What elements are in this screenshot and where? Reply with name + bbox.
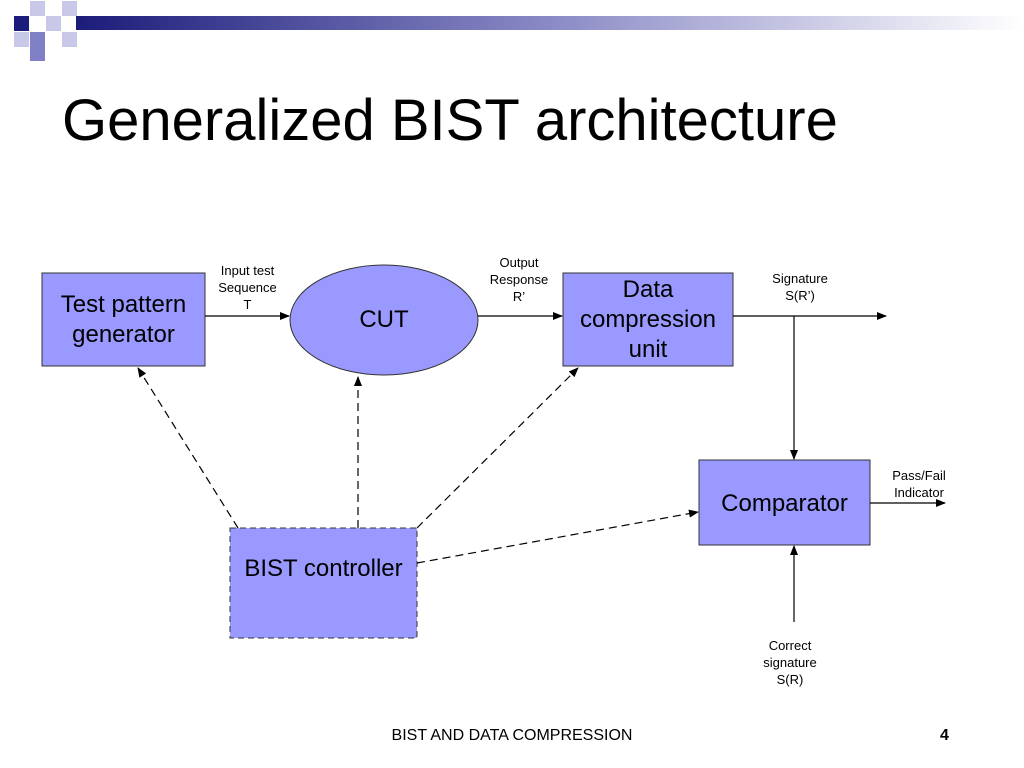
tpg-label: Test pattern generator (60, 291, 187, 348)
signature-label: Signature S(R’) (752, 270, 848, 304)
header-gradient-bar (76, 16, 1024, 30)
edge-label-line: Response (489, 272, 549, 287)
dcu-block (562, 272, 734, 367)
slide-title: Generalized BIST architecture (62, 88, 838, 153)
correct-signature-label: Correct signature S(R) (742, 637, 838, 688)
edge-label-line: Sequence (218, 280, 277, 295)
edge-label-line: R’ (512, 289, 526, 304)
comparator-label: Comparator (721, 490, 848, 517)
comparator-block (698, 459, 871, 546)
header-square (30, 46, 45, 61)
edge-label-line: Input test (220, 263, 275, 278)
controller-label: BIST controller (244, 555, 403, 582)
edge-label-line: S(R’) (785, 288, 815, 303)
header-square (30, 32, 45, 47)
header-square (46, 16, 61, 31)
input-test-sequence-label: Input test Sequence T (200, 262, 295, 313)
slide-footer: BIST AND DATA COMPRESSION (391, 727, 633, 744)
controller-to-tpg-arrow (137, 367, 239, 529)
page-number: 4 (940, 727, 949, 744)
pass-fail-label: Pass/Fail Indicator (875, 467, 963, 501)
edge-label-line: Output (499, 255, 539, 270)
edge-label-line: Pass/Fail (892, 468, 946, 483)
header-square (14, 16, 29, 31)
edge-label-line: T (243, 297, 252, 312)
header-square (30, 1, 45, 16)
output-response-label: Output Response R’ (473, 254, 565, 305)
edge-label-line: S(R) (776, 672, 804, 687)
header-square (14, 32, 29, 47)
controller-to-comparator-arrow (416, 509, 699, 564)
edge-label-line: Signature (772, 271, 828, 286)
header-decoration (14, 1, 1024, 61)
edge-label-line: Correct (768, 638, 812, 653)
edge-label-line: signature (763, 655, 817, 670)
edge-label-line: Indicator (894, 485, 944, 500)
controller-to-dcu-arrow (416, 367, 579, 529)
header-square (62, 1, 77, 16)
dcu-label: Data compression unit (579, 276, 717, 363)
cut-block (289, 264, 479, 376)
cut-label: CUT (359, 306, 409, 333)
controller-block (229, 527, 418, 639)
header-square (62, 32, 77, 47)
tpg-block (41, 272, 206, 367)
